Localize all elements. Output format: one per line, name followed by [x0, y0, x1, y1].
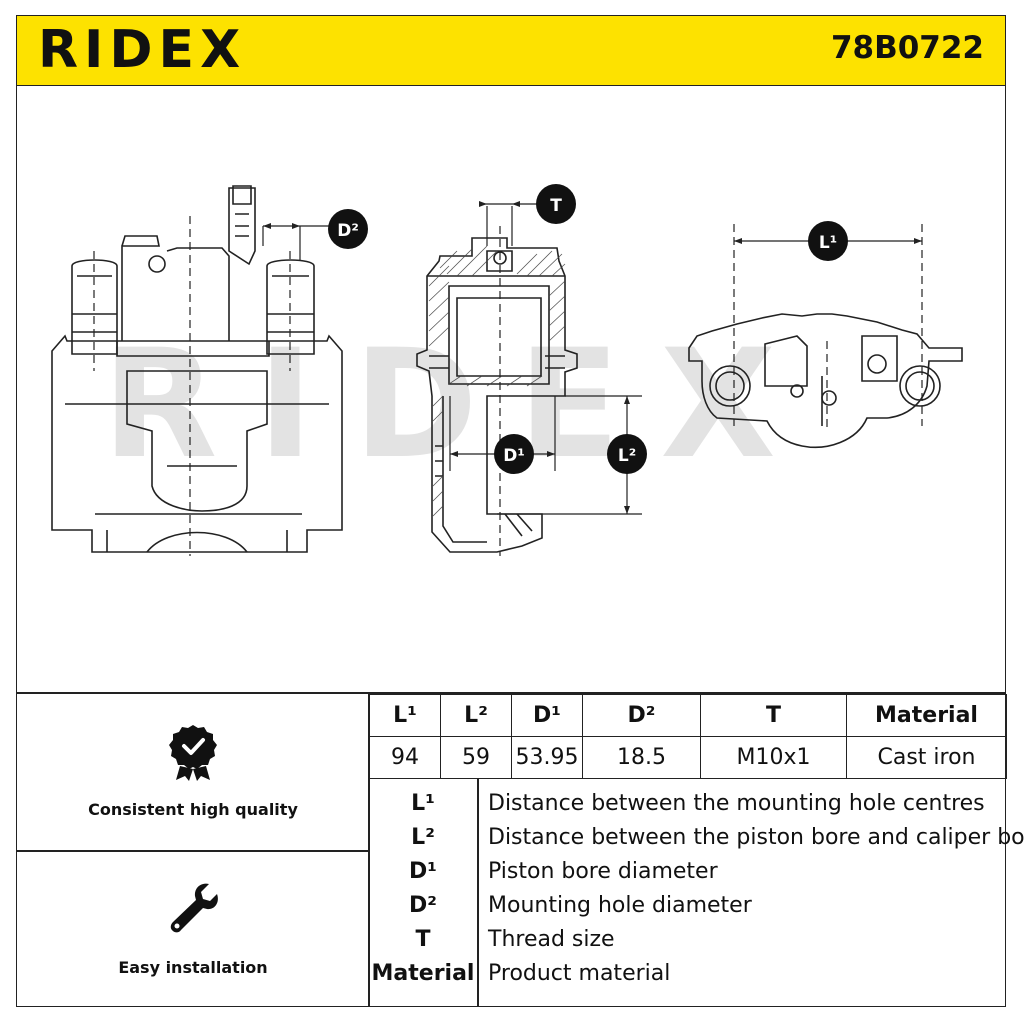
- legend-row: L² Distance between the piston bore and …: [369, 825, 1024, 859]
- feature-installation-label: Easy installation: [118, 958, 268, 977]
- feature-quality-label: Consistent high quality: [88, 800, 298, 819]
- header-bar: [16, 15, 1006, 86]
- caliper-section-view: [416, 237, 578, 553]
- spec-value-row: 94 59 53.95 18.5 M10x1 Cast iron: [369, 736, 1007, 779]
- legend-desc: Product material: [488, 961, 671, 986]
- legend-key: D²: [409, 893, 437, 918]
- badge-d1: [494, 434, 534, 474]
- legend-row: T Thread size: [369, 927, 1006, 961]
- features-divider: [16, 850, 368, 852]
- legend-key: Material: [371, 961, 475, 986]
- feature-installation: Easy installation: [17, 880, 369, 977]
- caliper-rear-view: [688, 313, 963, 449]
- spec-value-l1: 94: [369, 736, 441, 779]
- spec-value-d1: 53.95: [511, 736, 583, 779]
- legend-separator: [477, 779, 479, 1007]
- legend-row: D¹ Piston bore diameter: [369, 859, 1006, 893]
- label-t: T: [550, 196, 562, 216]
- legend-key: L¹: [411, 791, 435, 816]
- legend-row: L¹ Distance between the mounting hole ce…: [369, 791, 1006, 825]
- legend-desc: Mounting hole diameter: [488, 893, 752, 918]
- drawing-divider: [16, 692, 1006, 694]
- spec-header-t: T: [700, 694, 847, 737]
- spec-header-material: Material: [846, 694, 1007, 737]
- spec-header-row: L¹ L² D¹ D² T Material: [369, 694, 1007, 737]
- part-number: 78B0722: [830, 30, 984, 66]
- spec-header-d1: D¹: [511, 694, 583, 737]
- spec-header-d2: D²: [582, 694, 701, 737]
- legend-desc: Distance between the mounting hole centr…: [488, 791, 985, 816]
- label-l1: L¹: [819, 233, 837, 253]
- spec-value-t: M10x1: [700, 736, 847, 779]
- legend-key: D¹: [409, 859, 437, 884]
- badge-d2: [328, 209, 368, 249]
- legend-key: L²: [411, 825, 435, 850]
- caliper-drawing: RIDEX: [51, 184, 963, 556]
- legend-row: D² Mounting hole diameter: [369, 893, 1006, 927]
- brand-logo: RIDEX: [38, 20, 247, 80]
- caliper-front-view: [51, 185, 343, 553]
- spec-header-l1: L¹: [369, 694, 441, 737]
- legend: L¹ Distance between the mounting hole ce…: [369, 779, 1024, 1007]
- feature-quality: Consistent high quality: [17, 722, 369, 819]
- spec-header-l2: L²: [440, 694, 512, 737]
- spec-value-d2: 18.5: [582, 736, 701, 779]
- features-panel: Consistent high quality Easy installatio…: [17, 694, 369, 1006]
- spec-value-l2: 59: [440, 736, 512, 779]
- legend-desc: Distance between the piston bore and cal…: [488, 825, 1024, 850]
- legend-desc: Thread size: [488, 927, 615, 952]
- badge-l1: [808, 221, 848, 261]
- wrench-icon: [170, 883, 218, 933]
- badge-l2: [607, 434, 647, 474]
- label-d1: D¹: [503, 446, 525, 466]
- watermark: RIDEX: [102, 318, 816, 492]
- spec-table: L¹ L² D¹ D² T Material 94 59 53.95 18.5 …: [369, 694, 1007, 779]
- spec-value-material: Cast iron: [846, 736, 1007, 779]
- quality-badge-icon: [169, 725, 217, 781]
- panel-divider: [368, 694, 370, 1007]
- legend-row: Material Product material: [369, 961, 1006, 995]
- badge-t: [536, 184, 576, 224]
- legend-desc: Piston bore diameter: [488, 859, 718, 884]
- label-l2: L²: [618, 446, 636, 466]
- label-d2: D²: [337, 221, 359, 241]
- legend-key: T: [415, 927, 431, 952]
